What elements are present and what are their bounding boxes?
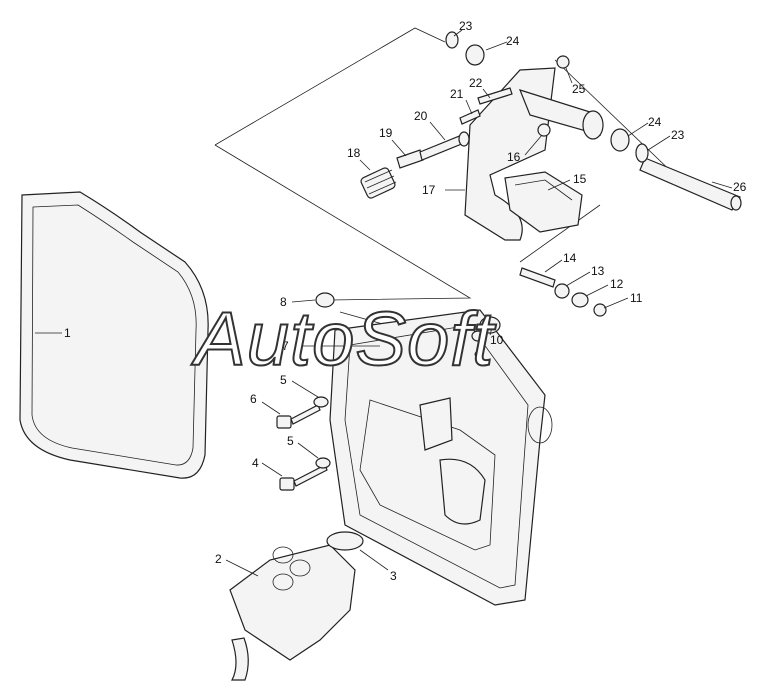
pump-part (229, 544, 356, 681)
callout-label: 24 (648, 115, 662, 129)
washer-part (315, 457, 331, 469)
callout-label: 23 (459, 19, 473, 33)
pedal-pad-part (504, 171, 583, 233)
cover-housing-part (329, 309, 553, 606)
callout-label: 5 (280, 373, 287, 387)
callout-label: 15 (573, 172, 587, 186)
callout-label: 23 (671, 128, 685, 142)
callout-label: 13 (591, 264, 605, 278)
callout-label: 4 (252, 456, 259, 470)
watermark-text: AutoSoft (191, 297, 496, 382)
callout-label: 17 (422, 183, 436, 197)
callout-label: 19 (379, 126, 393, 140)
bushing-part (465, 44, 485, 66)
callout-label: 18 (347, 146, 361, 160)
ball-joint-part (479, 316, 501, 334)
shaft-part (639, 157, 742, 211)
sleeve-part (518, 89, 604, 140)
callout-label: 20 (414, 109, 428, 123)
callout-label: 9 (474, 349, 481, 363)
callout-label: 24 (506, 34, 520, 48)
washer-part (554, 283, 570, 299)
o-ring-part (326, 531, 364, 551)
callout-label: 26 (733, 180, 747, 194)
callout-label: 16 (507, 150, 521, 164)
bushing-part (571, 292, 589, 308)
bolt-part (459, 109, 481, 125)
washer-part (315, 292, 335, 308)
washer-part (445, 31, 459, 49)
washer-part (635, 143, 649, 163)
callout-label: 5 (287, 434, 294, 448)
callout-label: 25 (572, 82, 586, 96)
guide-part (396, 149, 424, 169)
callout-label: 12 (610, 277, 624, 291)
bolt-part (279, 464, 328, 491)
callout-label: 21 (450, 87, 464, 101)
callout-labels: 1 2 3 4 5 5 6 7 8 9 10 11 12 13 14 15 16… (64, 19, 747, 583)
washer-part (313, 396, 329, 408)
bolt-part (276, 404, 321, 429)
callout-label: 7 (282, 339, 289, 353)
bolt-part (477, 87, 513, 105)
callout-label: 6 (250, 392, 257, 406)
callout-label: 1 (64, 326, 71, 340)
callout-label: 2 (215, 552, 222, 566)
leader-lines (35, 29, 733, 577)
callout-label: 8 (280, 295, 287, 309)
rod-part (419, 131, 470, 161)
nut-part (537, 123, 551, 137)
nut-part (556, 55, 570, 69)
bushing-part (610, 128, 630, 152)
nut-part (593, 303, 607, 317)
callout-label: 3 (390, 569, 397, 583)
callout-label: 10 (490, 333, 504, 347)
callout-label: 22 (469, 76, 483, 90)
callout-label: 11 (630, 291, 643, 305)
nut-part (471, 330, 485, 342)
pin-part (519, 267, 556, 288)
spring-part (360, 167, 397, 199)
callout-label: 14 (563, 251, 577, 265)
gasket-part (19, 191, 209, 479)
